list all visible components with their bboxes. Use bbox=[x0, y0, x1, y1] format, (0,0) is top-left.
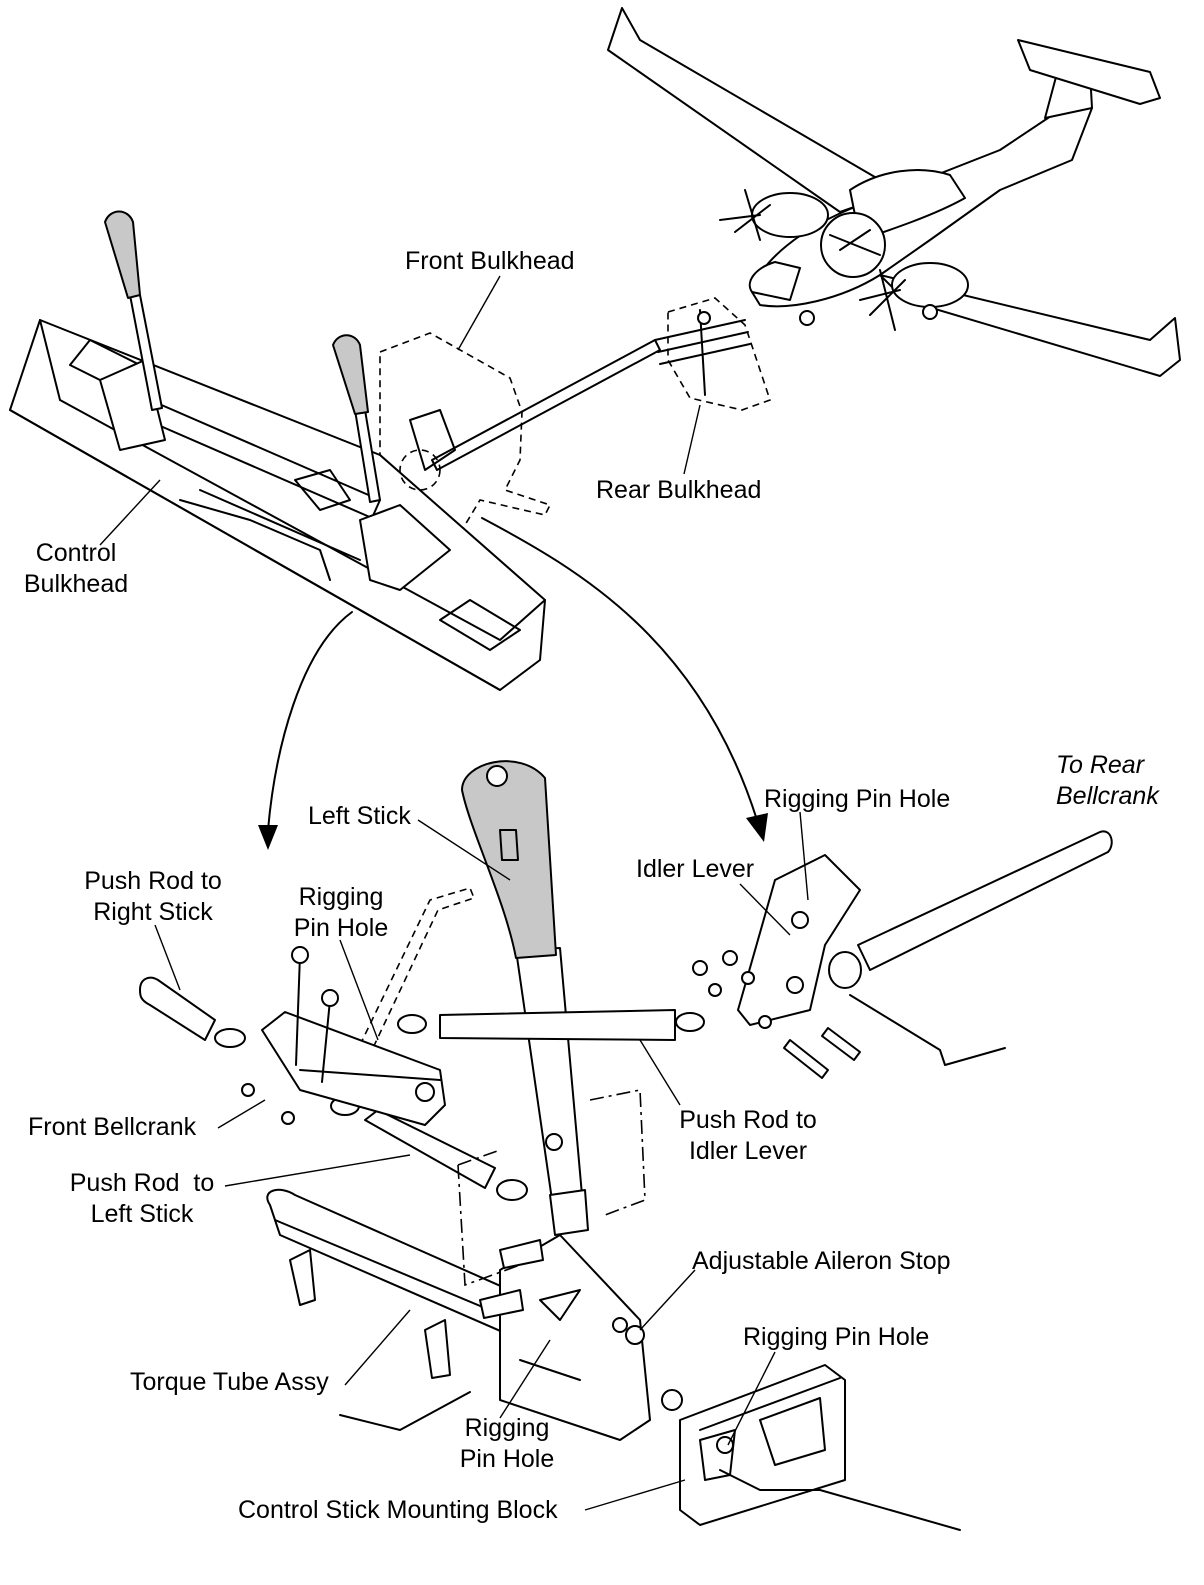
left-stick-detail bbox=[461, 760, 589, 1236]
label-rigging-pin-hole-block: Rigging Pin Hole bbox=[743, 1323, 930, 1351]
label-front-bulkhead: Front Bulkhead bbox=[405, 247, 575, 275]
assembly-dashdot-outline bbox=[457, 1089, 646, 1287]
label-to-rear-bellcrank: To Rear Bellcrank bbox=[1056, 751, 1159, 810]
leader-push-rod-right-stick bbox=[154, 924, 181, 991]
leader-left-stick bbox=[417, 819, 511, 881]
leader-rear-bulkhead bbox=[683, 404, 701, 475]
arrow-head-right bbox=[746, 813, 768, 842]
label-rigging-pin-hole-bottom: Rigging Pin Hole bbox=[459, 1414, 555, 1473]
rear-bulkhead-illustration bbox=[654, 297, 772, 411]
leader-push-rod-left-stick bbox=[224, 1154, 411, 1187]
label-rear-bulkhead: Rear Bulkhead bbox=[596, 476, 762, 504]
idler-lever-part bbox=[737, 854, 861, 1029]
control-stick-mounting-block-part bbox=[679, 1364, 961, 1531]
label-adjustable-aileron-stop: Adjustable Aileron Stop bbox=[692, 1247, 951, 1275]
label-front-bellcrank: Front Bellcrank bbox=[28, 1113, 197, 1141]
leader-idler-lever bbox=[739, 883, 791, 936]
aircraft-illustration bbox=[607, 7, 1181, 377]
leader-front-bellcrank bbox=[217, 1099, 266, 1129]
leader-adjustable-aileron-stop bbox=[639, 1269, 696, 1331]
label-left-stick: Left Stick bbox=[308, 802, 411, 830]
leader-control-bulkhead bbox=[99, 479, 161, 546]
label-idler-lever: Idler Lever bbox=[636, 855, 755, 883]
arrow-to-idler-detail bbox=[481, 517, 758, 821]
push-rod-right-stick-part bbox=[139, 976, 216, 1041]
arrow-to-stick-detail bbox=[267, 611, 353, 831]
front-bellcrank-part bbox=[241, 946, 446, 1126]
tube-to-rear-bellcrank bbox=[857, 830, 1113, 971]
leader-torque-tube bbox=[344, 1309, 411, 1386]
rod-to-rear-bulkhead bbox=[431, 339, 661, 471]
leader-rigging-pin-hole-bellcrank bbox=[339, 939, 379, 1041]
label-rigging-pin-hole-bellcrank: Rigging Pin Hole bbox=[293, 883, 389, 942]
label-push-rod-idler-lever: Push Rod to Idler Lever bbox=[679, 1106, 817, 1165]
leader-push-rod-idler bbox=[639, 1039, 681, 1106]
leader-mounting-block bbox=[584, 1479, 686, 1511]
torque-tube-part bbox=[266, 1188, 683, 1441]
control-bulkhead-illustration bbox=[9, 210, 546, 691]
label-torque-tube-assy: Torque Tube Assy bbox=[130, 1368, 329, 1396]
leader-rigging-pin-hole-top bbox=[799, 811, 809, 901]
label-rigging-pin-hole-top: Rigging Pin Hole bbox=[764, 785, 951, 813]
push-rod-left-stick-part bbox=[364, 1109, 496, 1189]
right-stick-dashed-rod bbox=[359, 887, 476, 1051]
label-push-rod-left-stick: Push Rod to Left Stick bbox=[69, 1169, 215, 1228]
label-control-bulkhead: Control Bulkhead bbox=[23, 539, 129, 598]
label-push-rod-right-stick: Push Rod to Right Stick bbox=[84, 867, 222, 926]
arrow-head-left bbox=[258, 825, 278, 850]
leader-rigging-pin-hole-bottom bbox=[499, 1339, 551, 1419]
push-rod-idler-part bbox=[439, 1009, 676, 1041]
leader-rigging-pin-hole-block bbox=[727, 1351, 776, 1446]
leader-front-bulkhead bbox=[457, 275, 501, 351]
label-control-stick-mounting-block: Control Stick Mounting Block bbox=[238, 1496, 558, 1524]
